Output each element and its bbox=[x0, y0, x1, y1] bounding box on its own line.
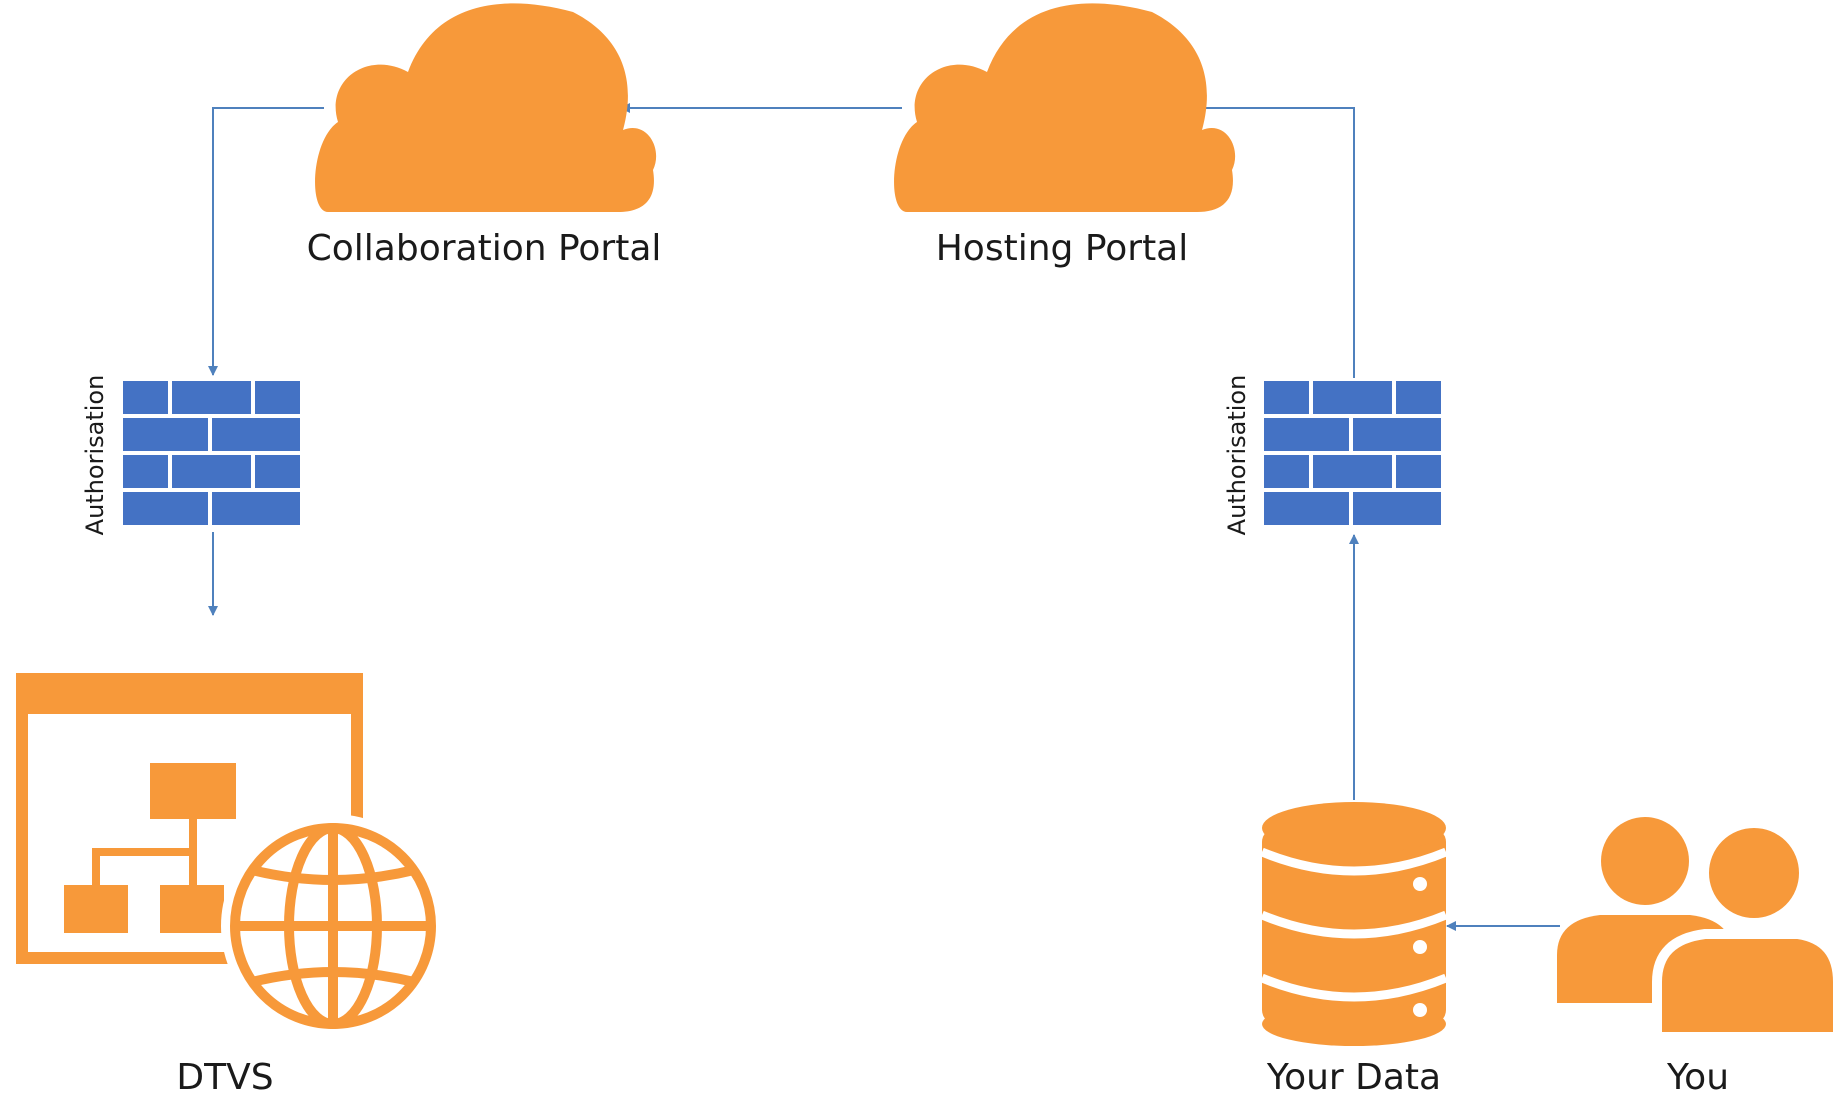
cloud-icon bbox=[315, 3, 657, 212]
node-label: DTVS bbox=[176, 1057, 273, 1098]
you-node: You bbox=[1557, 817, 1843, 1098]
firewall-right-label: Authorisation bbox=[1223, 375, 1251, 536]
hosting-portal-node: Hosting Portal bbox=[894, 3, 1236, 269]
firewall-left-label: Authorisation bbox=[81, 375, 109, 536]
users-icon bbox=[1557, 817, 1843, 1042]
firewall-left-node bbox=[123, 381, 300, 525]
edge-firewall-right-to-hosting bbox=[1194, 103, 1355, 378]
edge-collaboration-to-firewall-left bbox=[208, 107, 324, 376]
collaboration-portal-node: Collaboration Portal bbox=[307, 3, 662, 269]
firewall-right-node bbox=[1264, 381, 1441, 525]
connectors bbox=[208, 103, 1560, 931]
dtvs-node: DTVS bbox=[16, 673, 445, 1098]
node-label: Your Data bbox=[1266, 1057, 1441, 1098]
node-label: You bbox=[1666, 1057, 1729, 1098]
cloud-icon bbox=[894, 3, 1236, 212]
firewall-icon bbox=[1264, 381, 1441, 525]
node-label: Collaboration Portal bbox=[307, 228, 662, 269]
node-label: Hosting Portal bbox=[936, 228, 1189, 269]
firewall-icon bbox=[123, 381, 300, 525]
your-data-node: Your Data bbox=[1260, 802, 1448, 1098]
database-icon bbox=[1260, 802, 1448, 1046]
web-sitemap-globe-icon bbox=[16, 673, 445, 1038]
